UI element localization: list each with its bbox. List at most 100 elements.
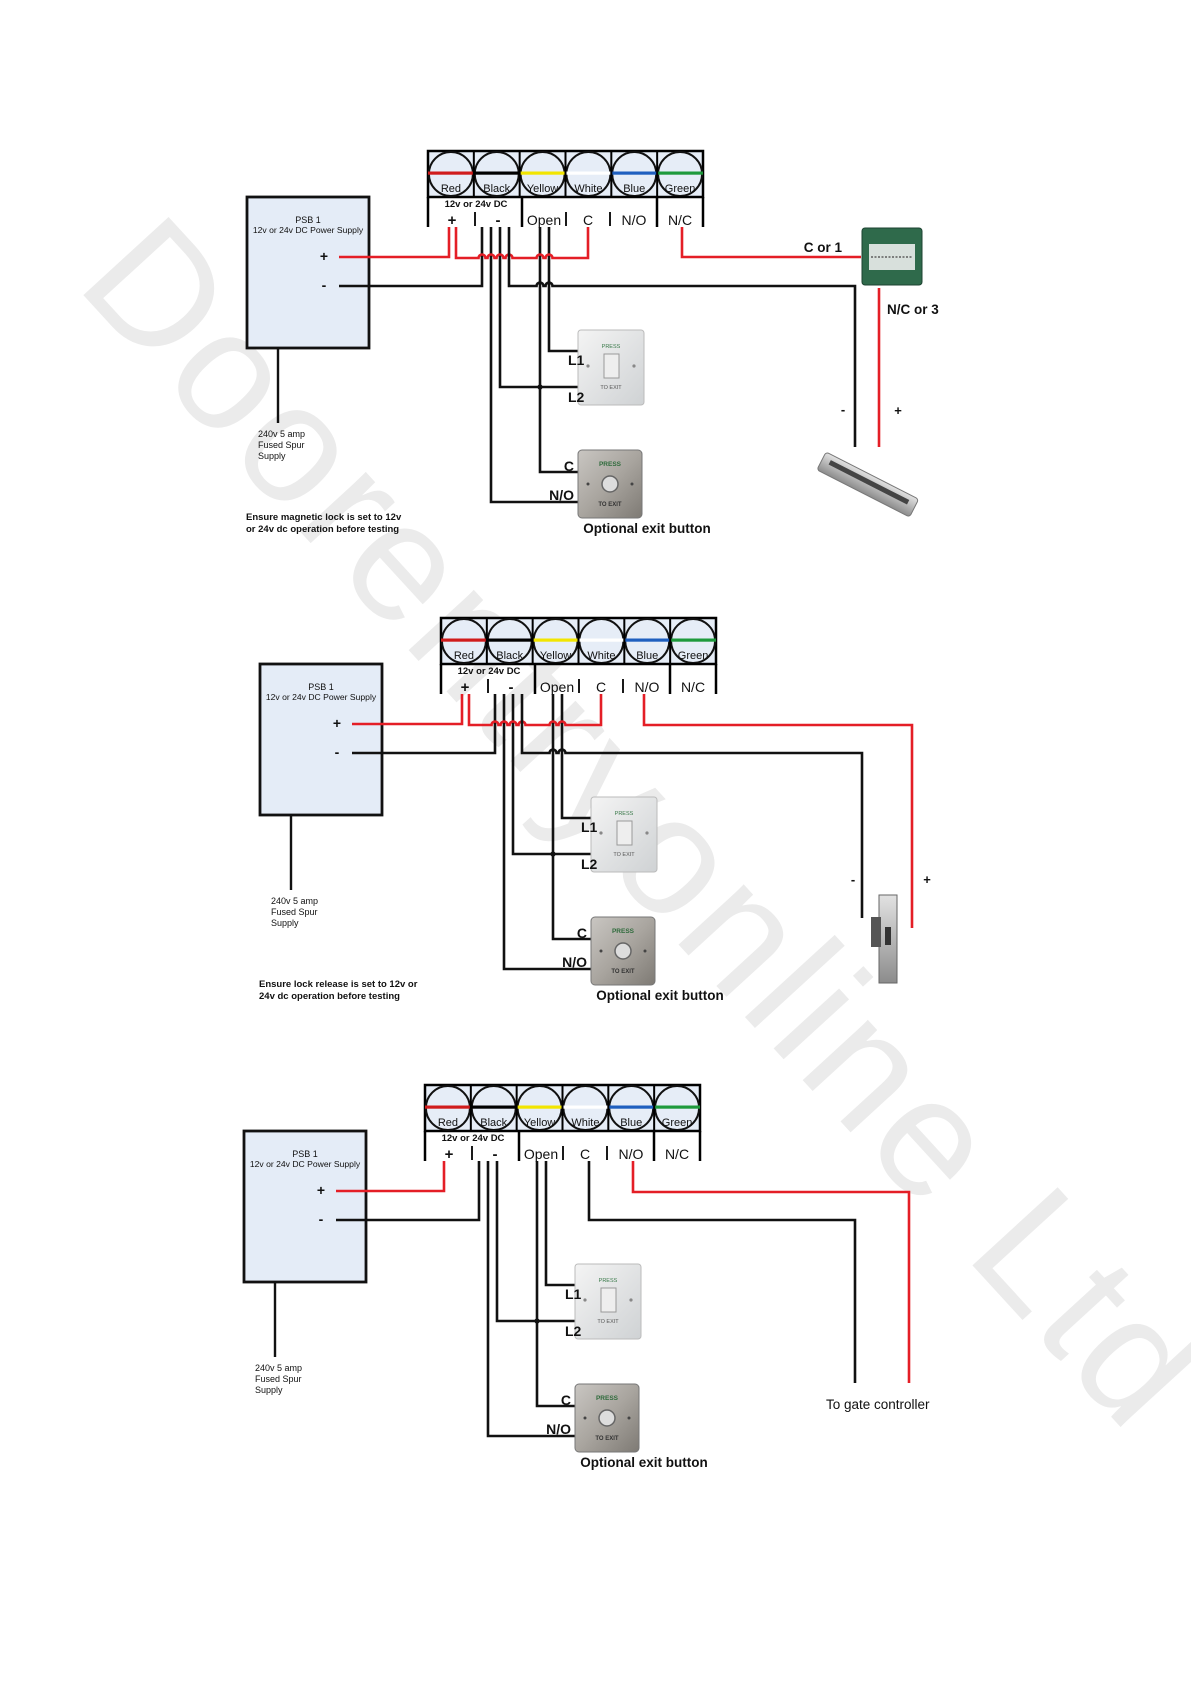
c-label: C [577, 925, 587, 941]
wire-color-label: Yellow [540, 650, 571, 662]
terminal-label: - [496, 212, 501, 229]
terminal-label: N/O [622, 212, 647, 228]
supply-label: Fused Spur [258, 440, 305, 450]
wire-no-to-strike [642, 694, 914, 928]
wire-color-label: Yellow [524, 1117, 555, 1129]
press-text: PRESS [599, 461, 622, 468]
l2-label: L2 [565, 1323, 582, 1339]
voltage-label: 12v or 24v DC [442, 1133, 505, 1144]
gate-controller-label: To gate controller [826, 1397, 930, 1412]
supply-label: Supply [255, 1385, 283, 1395]
wire-color-stripe [624, 638, 671, 642]
l1-label: L1 [565, 1286, 582, 1302]
supply-label: Supply [258, 451, 286, 461]
wire-color-stripe [428, 171, 474, 175]
psu-subtitle: 12v or 24v DC Power Supply [250, 1159, 361, 1169]
strike-keeper [885, 927, 891, 945]
terminal-label: Open [540, 679, 574, 695]
no-label: N/O [546, 1421, 571, 1437]
wire-color-label: Red [454, 650, 474, 662]
lock-minus-label: - [841, 402, 845, 417]
c-or-1-label: C or 1 [804, 240, 843, 255]
wire-color-label: Black [483, 183, 510, 195]
note-text: or 24v dc operation before testing [246, 524, 399, 535]
wire-button-c [551, 694, 593, 941]
wire-switch-l2 [511, 694, 593, 856]
wire-color-stripe [654, 1105, 700, 1109]
wire-nc-to-breakglass [680, 227, 861, 259]
wire-lock-negative [520, 694, 864, 918]
wire-button-no [486, 1161, 577, 1438]
psu-box [245, 195, 371, 350]
supply-label: 240v 5 amp [255, 1363, 302, 1373]
psu-title: PSB 1 [308, 682, 334, 692]
emergency-door-release [861, 227, 923, 286]
supply-label: Supply [271, 918, 299, 928]
terminal-label: + [448, 212, 457, 229]
wire-button-c [538, 227, 580, 474]
supply-label: Fused Spur [255, 1374, 302, 1384]
wire-color-stripe [516, 1105, 563, 1109]
wire-color-label: White [574, 183, 602, 195]
wire-color-stripe [608, 1105, 655, 1109]
strike-plus-label: + [923, 872, 931, 887]
wire-color-label: Blue [620, 1117, 642, 1129]
screw-icon [586, 482, 590, 486]
wire-switch-l2 [495, 1161, 577, 1323]
screw-icon [599, 831, 603, 835]
wire-no-to-gate [631, 1161, 911, 1383]
wire-psu-negative [336, 1161, 481, 1222]
psu-plus-label: + [320, 248, 328, 264]
nc-or-3-label: N/C or 3 [887, 302, 939, 317]
to-exit-text: TO EXIT [611, 969, 635, 975]
wire-psu-negative [352, 694, 497, 755]
psu-plus-label: + [333, 715, 341, 731]
psu-box [258, 662, 384, 817]
wire-psu-positive [352, 694, 464, 726]
wire-psu-positive [339, 227, 451, 259]
press-text: PRESS [615, 811, 634, 817]
wire-switch-l1 [544, 1161, 577, 1287]
terminal-label: - [509, 679, 514, 696]
wire-color-label: Green [662, 1117, 693, 1129]
l1-label: L1 [581, 819, 598, 835]
strike-minus-label: - [851, 872, 855, 887]
terminal-label: C [596, 679, 606, 695]
wire-lock-link [454, 227, 590, 260]
terminal-label: N/C [668, 212, 692, 228]
magnetic-lock [817, 452, 919, 517]
lock-plus-label: + [894, 403, 902, 418]
wire-color-stripe [611, 171, 658, 175]
push-button-icon [598, 1409, 616, 1427]
terminal-label: - [493, 1146, 498, 1163]
wire-color-label: Blue [636, 650, 658, 662]
terminal-label: Open [527, 212, 561, 228]
wire-color-label: White [587, 650, 615, 662]
psu-title: PSB 1 [292, 1149, 318, 1159]
optional-exit-button-label: Optional exit button [580, 1455, 708, 1470]
wire-color-stripe [562, 1105, 609, 1109]
wire-psu-negative [339, 227, 484, 288]
voltage-label: 12v or 24v DC [445, 199, 508, 210]
supply-label: 240v 5 amp [258, 429, 305, 439]
wire-color-stripe [473, 171, 520, 175]
screw-icon [630, 482, 634, 486]
no-label: N/O [549, 487, 574, 503]
wire-color-stripe [519, 171, 566, 175]
rocker-icon [616, 820, 633, 846]
push-button-icon [601, 475, 619, 493]
screw-icon [643, 949, 647, 953]
wire-color-label: White [571, 1117, 599, 1129]
screw-icon [583, 1416, 587, 1420]
wire-color-stripe [657, 171, 703, 175]
supply-label: Fused Spur [271, 907, 318, 917]
